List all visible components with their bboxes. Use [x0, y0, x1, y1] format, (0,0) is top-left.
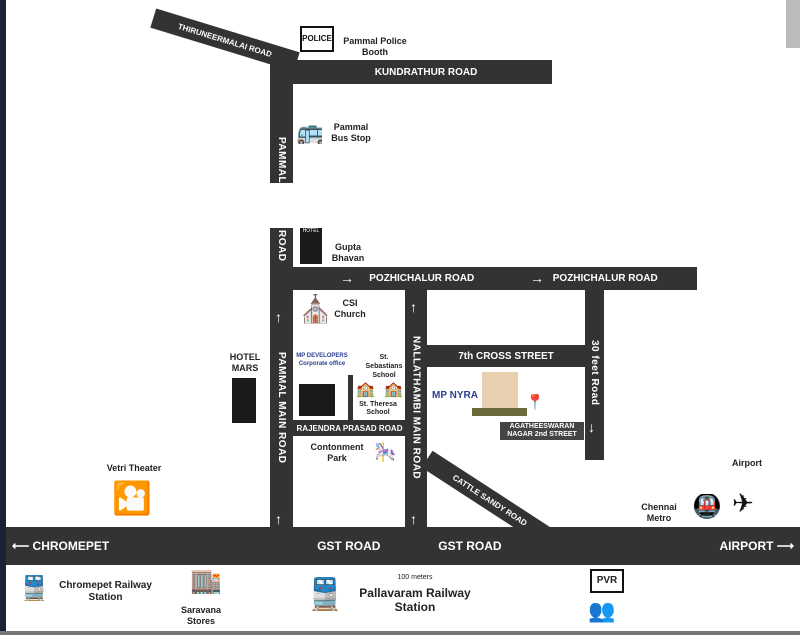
scroll-corner [786, 0, 800, 48]
police-booth-label: Pammal Police Booth [343, 36, 407, 57]
office-building-icon [299, 384, 335, 416]
garden-strip [472, 408, 527, 416]
location-pin-icon: 📍 [525, 394, 543, 411]
saravana-label: Saravana Stores [180, 605, 222, 626]
church-icon: ⛪ [298, 294, 328, 324]
park-icon: 🎠 [374, 442, 396, 462]
chromepet-direction: ⟵ CHROMEPET [12, 539, 110, 553]
project-name: MP NYRA [432, 390, 478, 401]
train-icon: 🚆 [18, 575, 48, 601]
airport-icon: ✈ [732, 488, 754, 518]
arrow-down-icon: ↓ [588, 419, 595, 435]
arrow-up-icon: ↑ [410, 511, 417, 527]
corporate-office-label: MP DEVELOPERS Corporate office [296, 353, 348, 367]
pammal-road-cont: ROAD [270, 228, 293, 264]
pammal-road-upper: PAMMAL [270, 55, 293, 183]
arrow-up-icon: ↑ [275, 309, 282, 325]
pozhichalur-label-1: POZHICHALUR ROAD [369, 273, 475, 284]
school-icon: 🏫 [384, 382, 402, 398]
window-border [0, 0, 6, 635]
pozhichalur-road: POZHICHALUR ROAD POZHICHALUR ROAD [270, 267, 697, 290]
lane [348, 375, 353, 420]
pvr-logo: PVR [590, 569, 624, 593]
hotel-mars-label: HOTEL MARS [229, 352, 261, 373]
sebastians-school-label: St. Sebastians School [365, 354, 403, 379]
pammal-main-road-label: PAMMAL MAIN ROAD [276, 352, 287, 464]
arrow-up-icon: ↑ [275, 511, 282, 527]
project-building [482, 372, 518, 410]
arrow-right-icon: → [340, 270, 354, 286]
rajendra-prasad-road: RAJENDRA PRASAD ROAD [292, 420, 407, 436]
airport-label: AIRPORT [719, 539, 774, 553]
church-label: CSI Church [334, 298, 366, 319]
nallathambi-main-road: NALLATHAMBI MAIN ROAD [405, 285, 427, 530]
chromepet-station-label: Chromepet Railway Station [59, 580, 152, 603]
pozhichalur-label-2: POZHICHALUR ROAD [552, 273, 658, 284]
pallavaram-station-label: Pallavaram Railway Station [359, 586, 471, 614]
audience-icon: 👥 [588, 598, 616, 623]
gst-label-1: GST ROAD [317, 539, 381, 553]
bottom-border [0, 631, 800, 635]
vetri-theater-label: Vetri Theater [106, 463, 162, 473]
shopping-icon: 🏬 [190, 568, 220, 594]
gupta-bhavan-label: Gupta Bhavan [331, 242, 365, 263]
metro-label: Chennai Metro [641, 502, 677, 523]
arrow-up-icon: ↑ [410, 299, 417, 315]
agatheeswaran-street: AGATHEESWARAN NAGAR 2nd STREET [500, 422, 584, 440]
police-icon: POLICE [300, 26, 334, 52]
chromepet-label: CHROMEPET [32, 539, 110, 553]
hotel-building-icon: HOTEL [300, 228, 322, 264]
bus-icon: 🚌 [296, 118, 322, 144]
arrow-right-icon: → [530, 270, 544, 286]
airport-direction: AIRPORT ⟶ [719, 539, 794, 553]
park-label: Contonment Park [310, 442, 364, 463]
school-icon: 🏫 [356, 382, 374, 398]
theresa-school-label: St. Theresa School [359, 401, 397, 416]
distance-label: 100 meters [397, 574, 433, 581]
train-icon: 🚆 [305, 577, 341, 611]
gst-label-2: GST ROAD [438, 539, 502, 553]
bus-stop-label: Pammal Bus Stop [331, 122, 371, 143]
thirty-feet-road: 30 feet Road [585, 285, 604, 460]
kundrathur-road: KUNDRATHUR ROAD [270, 60, 552, 84]
airport-label-top: Airport [732, 458, 762, 468]
gst-road: ⟵ CHROMEPET GST ROAD GST ROAD AIRPORT ⟶ [6, 527, 800, 565]
metro-icon: 🚇 [692, 494, 720, 520]
hotel-mars-building [232, 378, 256, 423]
pammal-main-road: PAMMAL MAIN ROAD [270, 228, 293, 528]
seventh-cross-street: 7th CROSS STREET [425, 345, 587, 367]
theater-icon: 🎦 [112, 480, 152, 516]
